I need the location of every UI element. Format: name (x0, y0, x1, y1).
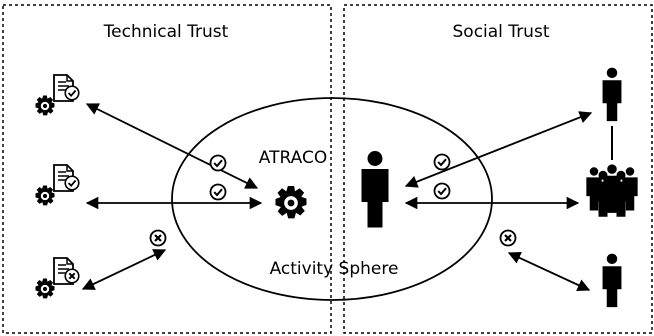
social-trust-title: Social Trust (453, 22, 550, 42)
trust-arrow (81, 249, 167, 290)
document-gear-icon (35, 257, 80, 299)
document-gear-icon (35, 164, 80, 206)
group-icon (586, 164, 638, 217)
trust-arrow (85, 103, 259, 189)
trust-arrow (507, 252, 591, 291)
check-circle-icon (209, 154, 227, 172)
cross-circle-icon (149, 229, 167, 247)
check-circle-icon (433, 153, 451, 171)
document-gear-icon (35, 74, 80, 116)
atraco-label: ATRACO (259, 148, 327, 168)
trust-arrow (404, 111, 593, 188)
check-circle-icon (209, 183, 227, 201)
activity-sphere-label: Activity Sphere (270, 259, 399, 279)
check-circle-icon (433, 182, 451, 200)
cross-circle-icon (499, 229, 517, 247)
person-icon (602, 253, 622, 308)
person-icon (361, 151, 389, 228)
gear-icon (275, 185, 307, 219)
technical-trust-title: Technical Trust (103, 22, 229, 42)
person-icon (602, 67, 622, 122)
technical-trust-panel (2, 4, 332, 334)
